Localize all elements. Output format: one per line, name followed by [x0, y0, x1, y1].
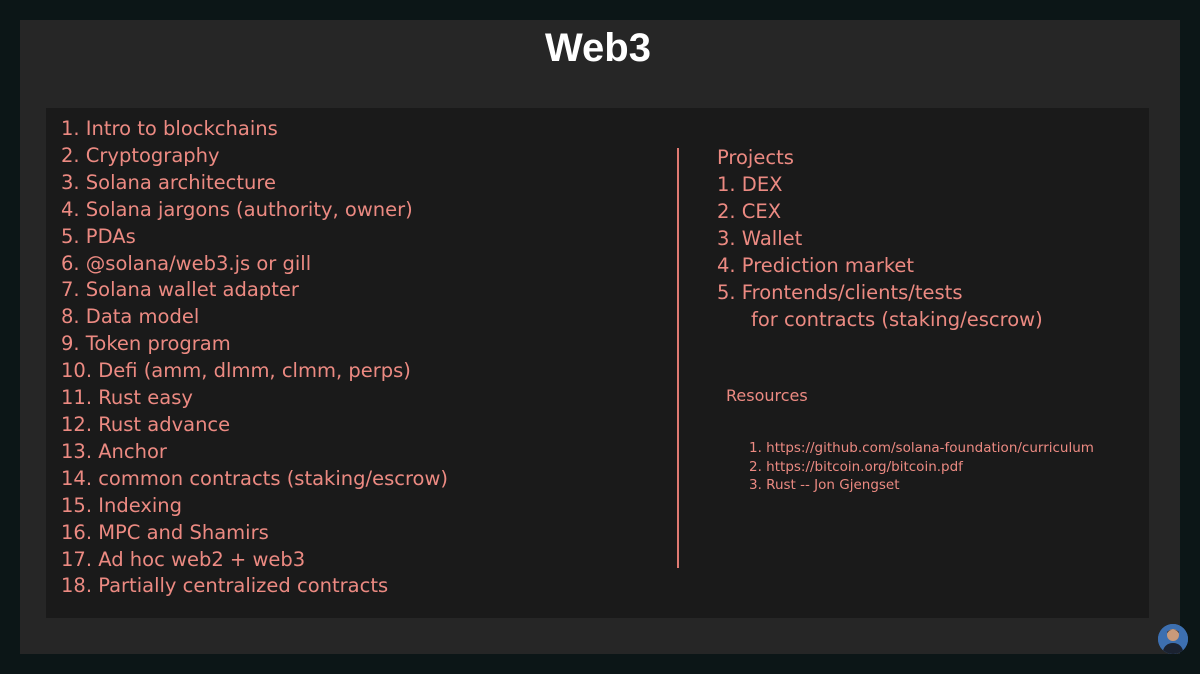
- curriculum-item: 10. Defi (amm, dlmm, clmm, perps): [61, 359, 411, 383]
- project-item: 4. Prediction market: [717, 254, 915, 277]
- resource-item: 2. https://bitcoin.org/bitcoin.pdf: [749, 458, 963, 475]
- curriculum-item: 18. Partially centralized contracts: [61, 574, 389, 598]
- project-item: 1. DEX: [717, 173, 783, 196]
- projects-list: Projects 1. DEX 2. CEX 3. Wallet 4. Pred…: [717, 144, 1043, 333]
- curriculum-item: 17. Ad hoc web2 + web3: [61, 547, 306, 571]
- project-item: 5. Frontends/clients/tests: [717, 281, 963, 304]
- curriculum-item: 15. Indexing: [61, 493, 183, 517]
- curriculum-item: 11. Rust easy: [61, 386, 193, 410]
- project-item: 3. Wallet: [717, 227, 803, 250]
- curriculum-item: 8. Data model: [61, 305, 200, 329]
- curriculum-item: 1. Intro to blockchains: [61, 117, 278, 140]
- whiteboard: [46, 108, 1149, 618]
- projects-heading: Projects: [717, 146, 794, 169]
- project-item-continuation: for contracts (staking/escrow): [751, 308, 1043, 331]
- curriculum-item: 16. MPC and Shamirs: [61, 520, 269, 544]
- slide-title: Web3: [545, 26, 651, 70]
- presenter-avatar: [1158, 624, 1188, 654]
- project-item: 2. CEX: [717, 200, 782, 223]
- curriculum-item: 7. Solana wallet adapter: [61, 278, 299, 302]
- curriculum-item: 4. Solana jargons (authority, owner): [61, 197, 413, 221]
- curriculum-item: 2. Cryptography: [61, 143, 220, 167]
- curriculum-item: 14. common contracts (staking/escrow): [61, 466, 449, 490]
- curriculum-list: 1. Intro to blockchains 2. Cryptography …: [61, 116, 448, 600]
- resource-item: 3. Rust -- Jon Gjengset: [749, 477, 900, 493]
- curriculum-item: 12. Rust advance: [61, 412, 231, 436]
- curriculum-item: 9. Token program: [61, 332, 231, 356]
- curriculum-item: 13. Anchor: [61, 439, 167, 463]
- column-divider: [677, 148, 679, 568]
- resources-heading: Resources: [726, 386, 808, 405]
- curriculum-item: 6. @solana/web3.js or gill: [61, 251, 312, 275]
- resource-item: 1. https://github.com/solana-foundation/…: [749, 440, 1094, 456]
- person-icon: [1158, 624, 1188, 654]
- resources-list: 1. https://github.com/solana-foundation/…: [749, 439, 1094, 495]
- curriculum-item: 5. PDAs: [61, 224, 136, 248]
- curriculum-item: 3. Solana architecture: [61, 170, 276, 194]
